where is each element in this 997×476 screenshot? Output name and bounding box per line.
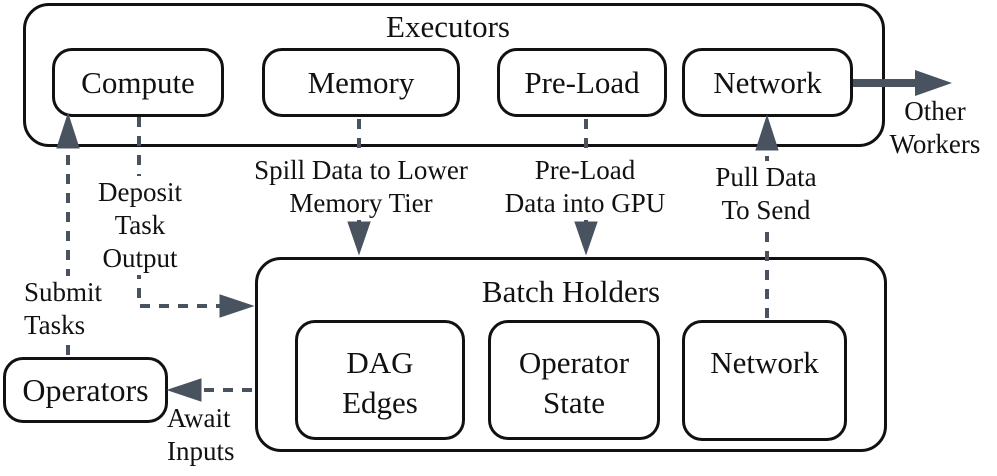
- deposit-line2: Task: [114, 210, 166, 240]
- network-executor-box: Network: [682, 48, 853, 117]
- memory-label: Memory: [307, 65, 415, 100]
- dag-edges-box: DAG Edges: [295, 320, 465, 440]
- submit-tasks-label: Submit Tasks: [20, 276, 107, 342]
- submit-line1: Submit: [24, 277, 103, 307]
- network-batch-label: Network: [710, 345, 819, 380]
- preload-label: Pre-Load: [524, 65, 640, 100]
- pull-line2: To Send: [721, 195, 811, 225]
- other-workers-line1: Other: [904, 96, 966, 126]
- dag-edges-line2: Edges: [342, 385, 418, 420]
- memory-box: Memory: [262, 48, 460, 117]
- compute-box: Compute: [52, 48, 224, 117]
- await-inputs-arrowhead: [166, 378, 202, 402]
- spill-data-arrowhead: [347, 221, 371, 256]
- submit-line2: Tasks: [24, 310, 86, 340]
- network-batch-box: Network: [682, 320, 847, 441]
- deposit-output-arrowhead: [219, 294, 255, 318]
- other-workers-arrowhead: [915, 70, 952, 96]
- operator-state-line2: State: [543, 385, 605, 420]
- pull-line1: Pull Data: [715, 162, 817, 192]
- preload-gpu-label: Pre-Load Data into GPU: [500, 154, 670, 220]
- spill-line1: Spill Data to Lower: [254, 155, 468, 185]
- deposit-task-output-label: Deposit Task Output: [94, 176, 186, 275]
- other-workers-arrow: [853, 70, 952, 96]
- preload-ann-line2: Data into GPU: [504, 188, 666, 218]
- compute-label: Compute: [81, 65, 195, 100]
- deposit-line1: Deposit: [98, 177, 182, 207]
- submit-tasks-arrowhead: [56, 112, 80, 149]
- operators-box: Operators: [3, 357, 168, 423]
- operator-state-box: Operator State: [488, 320, 660, 440]
- executors-title: Executors: [386, 9, 510, 44]
- spill-data-label: Spill Data to Lower Memory Tier: [250, 154, 472, 220]
- pull-data-arrowhead: [755, 114, 779, 151]
- preload-data-arrowhead: [574, 221, 598, 256]
- other-workers-label: Other Workers: [890, 95, 981, 161]
- preload-box: Pre-Load: [497, 48, 667, 117]
- spill-line2: Memory Tier: [289, 188, 433, 218]
- operators-label: Operators: [22, 372, 149, 408]
- network-executor-label: Network: [713, 65, 822, 100]
- batch-holders-title: Batch Holders: [481, 274, 661, 309]
- await-line1: Await: [167, 403, 231, 433]
- deposit-line3: Output: [102, 243, 178, 273]
- pull-data-label: Pull Data To Send: [711, 161, 821, 227]
- dag-edges-line1: DAG: [346, 345, 414, 380]
- preload-ann-line1: Pre-Load: [534, 155, 636, 185]
- await-inputs-label: Await Inputs: [167, 402, 235, 468]
- other-workers-line2: Workers: [889, 129, 981, 159]
- await-line2: Inputs: [167, 436, 235, 466]
- operator-state-line1: Operator: [518, 345, 630, 380]
